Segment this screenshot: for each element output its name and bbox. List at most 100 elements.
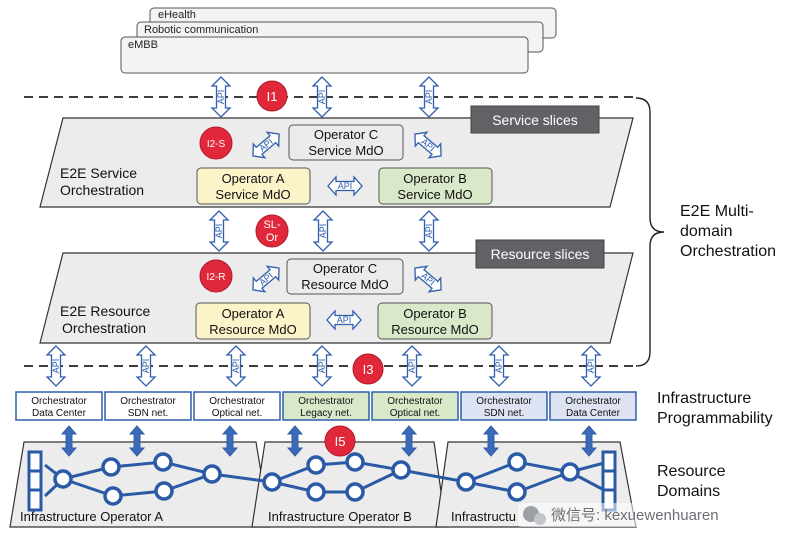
svg-text:Optical net.: Optical net. <box>212 408 263 419</box>
slice-card-embb-label: eMBB <box>128 39 158 51</box>
api-arrow-bottom-4: API <box>312 345 332 387</box>
api-arrow-bottom-3: API <box>226 345 246 387</box>
operator-c-resource-line1: Operator C <box>313 261 377 276</box>
network-node-icon <box>101 457 121 477</box>
service-slices-badge <box>470 105 600 134</box>
service-orchestration-title-line2: Orchestration <box>60 182 144 198</box>
svg-text:SDN net.: SDN net. <box>484 408 525 419</box>
multi-domain-label-line1: E2E Multi- <box>680 203 754 220</box>
svg-text:Orchestrator: Orchestrator <box>209 396 265 407</box>
operator-c-service-mdo <box>288 124 404 161</box>
svg-text:API: API <box>231 359 241 374</box>
api-arrow-top-2: API <box>312 76 332 118</box>
operator-b-service-mdo <box>378 167 493 205</box>
slice-card-ehealth-label: eHealth <box>158 9 196 21</box>
interface-i2s-badge: I2-S <box>199 126 233 160</box>
orchestrator-data-center-a: Orchestrator Data Center <box>15 391 103 421</box>
interface-slor-badge: SL- Or <box>255 214 289 248</box>
server-rack-left-icon <box>27 450 43 512</box>
resource-orchestration-title-line1: E2E Resource <box>60 303 150 319</box>
svg-text:API: API <box>424 90 434 105</box>
network-node-icon <box>507 452 527 472</box>
svg-text:Orchestrator: Orchestrator <box>31 396 87 407</box>
operator-a-resource-line1: Operator A <box>222 306 285 321</box>
network-node-icon <box>306 482 326 502</box>
orchestrator-optical-a: Orchestrator Optical net. <box>193 391 281 421</box>
operator-b-resource-line2: Resource MdO <box>391 322 478 337</box>
svg-text:Orchestrator: Orchestrator <box>565 396 621 407</box>
api-arrow-bottom-2: API <box>136 345 156 387</box>
svg-text:I1: I1 <box>267 89 278 104</box>
resource-slices-badge-label: Resource slices <box>491 246 590 262</box>
network-node-icon <box>456 472 476 492</box>
network-node-icon <box>202 464 222 484</box>
svg-text:SL-: SL- <box>263 219 280 231</box>
svg-text:API: API <box>586 359 596 374</box>
orchestrator-optical-b: Orchestrator Optical net. <box>371 391 459 421</box>
orchestrator-legacy-b: Orchestrator Legacy net. <box>282 391 370 421</box>
svg-text:Or: Or <box>266 232 279 244</box>
network-node-icon <box>345 482 365 502</box>
api-arrow-bottom-6: API <box>489 345 509 387</box>
network-node-icon <box>306 455 326 475</box>
service-orchestration-title-line1: E2E Service <box>60 165 137 181</box>
api-arrow-between-3: API <box>419 210 439 252</box>
svg-text:API: API <box>424 224 434 239</box>
svg-text:Orchestrator: Orchestrator <box>387 396 443 407</box>
operator-a-resource-mdo <box>195 302 311 340</box>
network-node-icon <box>53 469 73 489</box>
network-node-icon <box>507 482 527 502</box>
multi-domain-brace <box>635 97 665 367</box>
infrastructure-label-line1: Infrastructure <box>657 390 751 407</box>
svg-text:I2-S: I2-S <box>207 139 226 150</box>
svg-text:API: API <box>216 90 226 105</box>
server-rack-right-icon <box>601 450 617 512</box>
domain-label-b: Infrastructure Operator B <box>268 509 412 524</box>
interface-i3-badge: I3 <box>352 353 384 385</box>
operator-b-service-line2: Service MdO <box>397 187 472 202</box>
svg-text:Optical net.: Optical net. <box>390 408 441 419</box>
network-node-icon <box>262 472 282 492</box>
svg-text:I5: I5 <box>335 434 346 449</box>
api-arrow-top-3: API <box>419 76 439 118</box>
api-arrow-resource-middle: API <box>326 310 362 330</box>
operator-a-resource-line2: Resource MdO <box>209 322 296 337</box>
resource-domains-label-line1: Resource <box>657 463 726 480</box>
multi-domain-label-line2: domain <box>680 223 732 240</box>
api-arrow-top-1: API <box>211 76 231 118</box>
svg-text:API: API <box>337 315 352 325</box>
multi-domain-label-line3: Orchestration <box>680 243 776 260</box>
operator-c-resource-mdo <box>286 258 404 295</box>
orchestrator-data-center-c: Orchestrator Data Center <box>549 391 637 421</box>
resource-domains-label-line2: Domains <box>657 483 720 500</box>
domain-label-a: Infrastructure Operator A <box>20 509 163 524</box>
watermark-text: 微信号: kexuewenhuaren <box>551 507 719 524</box>
svg-text:API: API <box>317 90 327 105</box>
operator-c-service-line1: Operator C <box>314 127 378 142</box>
network-node-icon <box>103 486 123 506</box>
svg-text:Orchestrator: Orchestrator <box>298 396 354 407</box>
svg-text:I2-R: I2-R <box>207 272 226 283</box>
network-node-icon <box>560 462 580 482</box>
svg-text:I3: I3 <box>363 362 374 377</box>
svg-text:API: API <box>494 359 504 374</box>
svg-text:SDN net.: SDN net. <box>128 408 169 419</box>
interface-i1-badge: I1 <box>256 80 288 112</box>
svg-text:Data Center: Data Center <box>32 408 87 419</box>
svg-text:Data Center: Data Center <box>566 408 621 419</box>
operator-b-service-line1: Operator B <box>403 171 467 186</box>
operator-b-resource-mdo <box>377 302 493 340</box>
resource-orchestration-title-line2: Orchestration <box>62 320 146 336</box>
domain-label-c: Infrastructu <box>451 509 516 524</box>
wechat-logo-icon <box>523 506 546 525</box>
operator-a-service-line2: Service MdO <box>215 187 290 202</box>
api-arrow-bottom-1: API <box>46 345 66 387</box>
operator-c-resource-line2: Resource MdO <box>301 277 388 292</box>
network-node-icon <box>391 460 411 480</box>
slice-card-embb <box>120 36 529 74</box>
svg-text:API: API <box>214 224 224 239</box>
operator-c-service-line2: Service MdO <box>308 143 383 158</box>
network-node-icon <box>154 481 174 501</box>
operator-b-resource-line1: Operator B <box>403 306 467 321</box>
